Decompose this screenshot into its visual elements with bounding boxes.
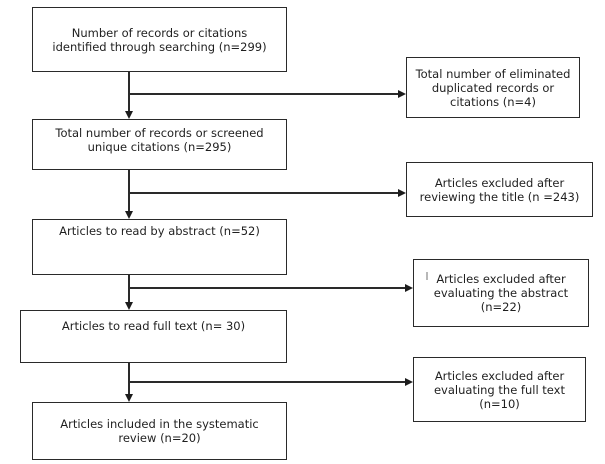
connector-horizontal-3	[128, 287, 405, 289]
arrowhead-right-3	[405, 283, 413, 292]
connector-vertical-4	[128, 363, 130, 395]
connector-horizontal-1	[128, 93, 398, 95]
exclusion-box-fulltext-evaluation: Articles excluded after evaluating the f…	[413, 357, 586, 422]
arrowhead-right-1	[398, 89, 406, 98]
flow-box-included-in-review: Articles included in the systematic revi…	[32, 402, 287, 460]
arrowhead-down-2	[124, 211, 133, 219]
flow-box-read-by-abstract: Articles to read by abstract (n=52)	[32, 219, 287, 275]
arrowhead-right-2	[398, 188, 406, 197]
connector-horizontal-2	[128, 192, 398, 194]
stray-mark	[426, 272, 428, 280]
flow-box-records-screened: Total number of records or screened uniq…	[32, 119, 287, 170]
connector-vertical-3	[128, 275, 130, 303]
exclusion-box-abstract-evaluation: Articles excluded after evaluating the a…	[413, 259, 589, 327]
connector-vertical-1	[128, 72, 130, 112]
connector-vertical-2	[128, 170, 130, 212]
arrowhead-down-3	[124, 302, 133, 310]
exclusion-box-title-review: Articles excluded after reviewing the ti…	[406, 162, 593, 217]
flow-box-read-full-text: Articles to read full text (n= 30)	[20, 310, 287, 363]
connector-horizontal-4	[128, 381, 405, 383]
flow-box-records-identified: Number of records or citations identifie…	[32, 7, 287, 72]
arrowhead-down-1	[124, 111, 133, 119]
exclusion-box-duplicates: Total number of eliminated duplicated re…	[406, 57, 580, 118]
arrowhead-right-4	[405, 377, 413, 386]
arrowhead-down-4	[124, 394, 133, 402]
